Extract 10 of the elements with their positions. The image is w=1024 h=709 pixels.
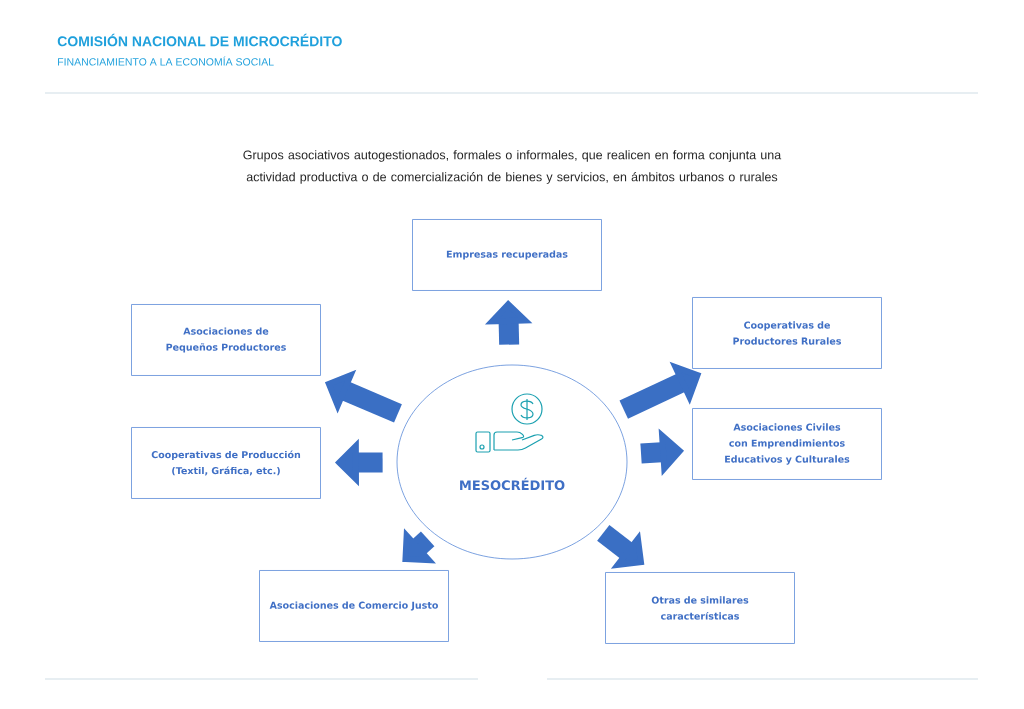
header-title: COMISIÓN NACIONAL DE MICROCRÉDITO <box>57 33 342 47</box>
category-box: Cooperativas de Productores Rurales <box>692 297 882 369</box>
category-box: Otras de similares características <box>605 572 795 644</box>
header-subtitle: FINANCIAMIENTO A LA ECONOMÍA SOCIAL <box>58 56 274 66</box>
category-box: Asociaciones de Comercio Justo <box>259 570 449 642</box>
category-box: Empresas recuperadas <box>412 219 602 291</box>
category-box: Cooperativas de Producción (Textil, Gráfica, etc.) <box>131 427 321 499</box>
category-box: Asociaciones Civiles con Emprendimientos Educativos y Culturales <box>692 408 882 480</box>
category-box: Asociaciones de Pequeños Productores <box>131 304 321 376</box>
intro-paragraph: Grupos asociativos autogestionados, formales o informales, que realicen en forma conjunta una actividad productiva o de comercialización de bienes y servicios, en ámbitos urbanos o rurales <box>243 150 782 184</box>
